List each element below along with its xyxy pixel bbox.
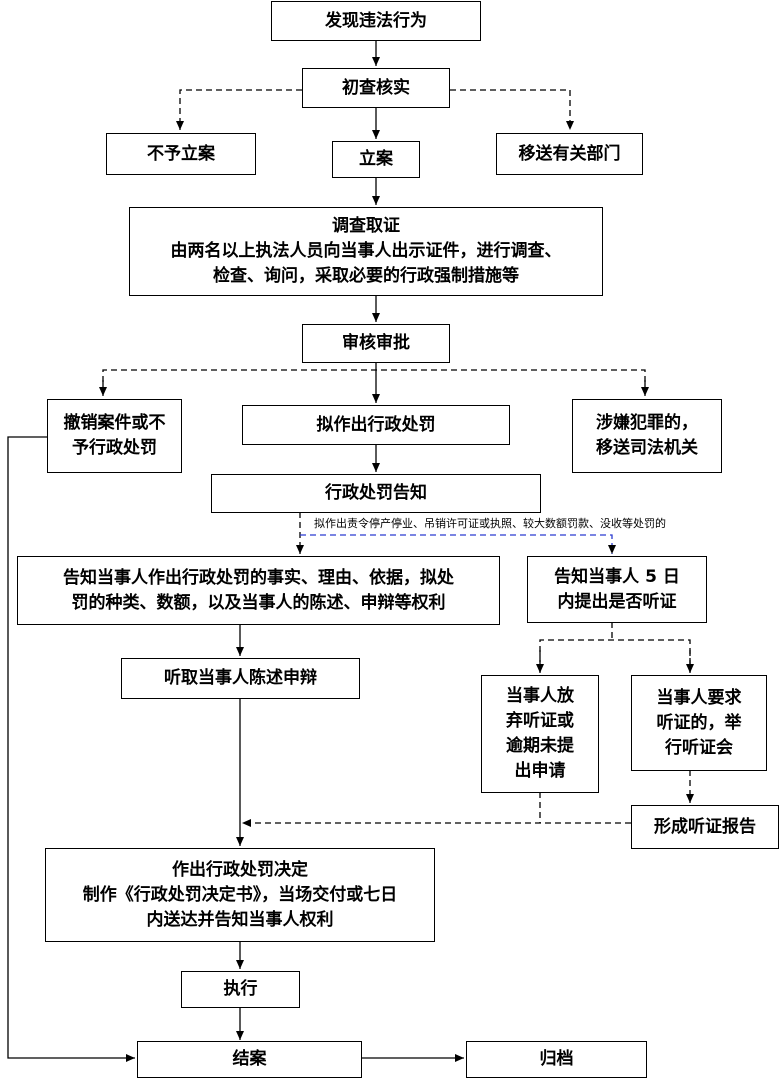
crime-transfer-node: 涉嫌犯罪的， 移送司法机关 (572, 399, 722, 473)
hearing-branch-split (539, 639, 691, 672)
arrow-notice-to-hearing (300, 534, 616, 554)
notify-rights-node: 告知当事人作出行政处罚的事实、理由、依据，拟处 罚的种类、数额，以及当事人的陈述… (17, 556, 500, 625)
arrow-revoke-to-close (7, 436, 135, 1062)
discover-violation-node: 发现违法行为 (271, 1, 481, 41)
serious-penalty-annotation: 拟作出责令停产停业、吊销许可证或执照、较大数额罚款、没收等处罚的 (314, 517, 666, 530)
initial-check-node: 初查核实 (302, 68, 450, 108)
hearing-report-node: 形成听证报告 (631, 805, 779, 849)
review-branch-line (102, 369, 646, 392)
archive-node: 归档 (466, 1041, 647, 1078)
propose-penalty-node: 拟作出行政处罚 (242, 405, 510, 445)
penalty-decision-node: 作出行政处罚决定 制作《行政处罚决定书》，当场交付或七日 内送达并告知当事人权利 (45, 848, 435, 942)
not-file-node: 不予立案 (106, 133, 256, 175)
execute-node: 执行 (181, 971, 300, 1008)
request-hearing-node: 当事人要求 听证的，举 行听证会 (631, 675, 767, 771)
revoke-node: 撤销案件或不 予行政处罚 (47, 399, 182, 473)
penalty-notice-node: 行政处罚告知 (211, 474, 541, 513)
transfer-dept-node: 移送有关部门 (496, 133, 643, 175)
hearing-notice-node: 告知当事人 5 日 内提出是否听证 (527, 556, 707, 623)
close-case-node: 结案 (137, 1041, 362, 1078)
review-node: 审核审批 (302, 324, 450, 363)
file-case-node: 立案 (332, 141, 420, 178)
listen-defense-node: 听取当事人陈述申辩 (121, 658, 360, 699)
waive-hearing-node: 当事人放 弃听证或 逾期未提 出申请 (481, 675, 599, 793)
arrow-check-to-notfile (176, 89, 302, 130)
investigate-node: 调查取证 由两名以上执法人员向当事人出示证件，进行调查、 检查、询问，采取必要的… (129, 207, 603, 296)
arrow-check-to-transfer (450, 89, 574, 130)
